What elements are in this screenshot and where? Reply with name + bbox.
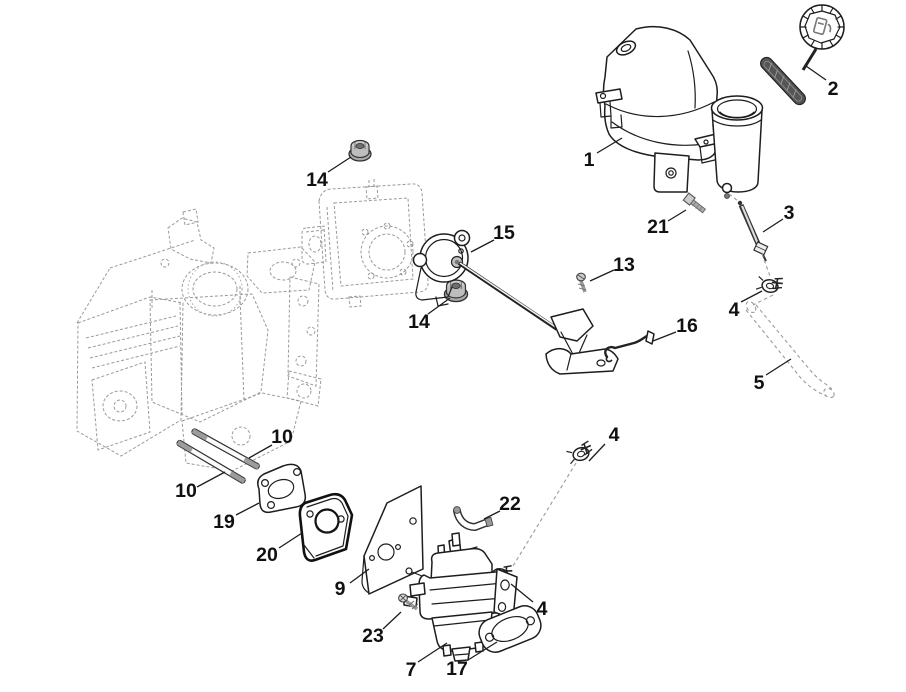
leader-line bbox=[589, 269, 615, 282]
part-callout: 15 bbox=[493, 222, 515, 244]
leader-line bbox=[349, 568, 370, 584]
leader-line bbox=[427, 297, 451, 315]
part-callout: 4 bbox=[609, 424, 620, 446]
part-callout: 13 bbox=[613, 254, 635, 276]
leader-layer bbox=[196, 65, 827, 663]
leader-line bbox=[596, 137, 623, 154]
part-callout: 19 bbox=[213, 511, 235, 533]
dipstick-blade bbox=[760, 56, 806, 106]
leader-line bbox=[588, 443, 606, 462]
stud-lower bbox=[176, 439, 246, 484]
carburetor bbox=[403, 532, 518, 662]
leader-line bbox=[248, 444, 273, 459]
leader-line bbox=[667, 209, 687, 222]
fuel-cap bbox=[760, 4, 845, 106]
part-callout: 1 bbox=[584, 149, 595, 171]
intake-gasket bbox=[257, 463, 307, 514]
leader-line bbox=[382, 611, 402, 630]
shutoff-screw bbox=[728, 193, 774, 306]
carb-spacer bbox=[298, 492, 354, 562]
throttle-bracket bbox=[545, 308, 619, 375]
leader-line bbox=[652, 331, 677, 342]
part-callout: 16 bbox=[676, 315, 698, 337]
muffler-ghost bbox=[301, 179, 429, 308]
link-wire bbox=[604, 330, 655, 363]
screw-23 bbox=[398, 593, 419, 611]
screw-21 bbox=[682, 192, 707, 214]
part-callout: 23 bbox=[362, 625, 384, 647]
stud-upper bbox=[191, 428, 260, 470]
leader-line bbox=[417, 642, 448, 663]
control-plate bbox=[361, 485, 424, 595]
part-callout: 2 bbox=[828, 78, 839, 100]
part-callout: 22 bbox=[499, 493, 521, 515]
leader-line bbox=[805, 65, 827, 81]
clamp-centerline bbox=[512, 462, 577, 567]
leader-line bbox=[762, 218, 784, 233]
fuel-hose-ghost bbox=[745, 301, 835, 399]
part-callout: 20 bbox=[256, 544, 278, 566]
part-callout: 9 bbox=[335, 578, 346, 600]
part-callout: 10 bbox=[271, 426, 293, 448]
part-callout: 17 bbox=[446, 658, 468, 680]
leader-line bbox=[278, 532, 303, 549]
fuel-tank bbox=[595, 25, 764, 199]
part-callout: 7 bbox=[406, 659, 417, 681]
part-callout: 3 bbox=[784, 202, 795, 224]
part-callout: 14 bbox=[306, 169, 328, 191]
leader-line bbox=[235, 502, 260, 516]
leader-line bbox=[470, 239, 495, 253]
leader-line bbox=[196, 471, 226, 488]
flange-nut-mid bbox=[443, 279, 469, 303]
leader-line bbox=[510, 583, 534, 603]
governor-assembly bbox=[412, 229, 559, 331]
leader-line bbox=[467, 641, 498, 661]
part-callout: 5 bbox=[754, 372, 765, 394]
fuel-line-short bbox=[453, 506, 494, 532]
leader-line bbox=[765, 358, 792, 376]
engine-block-ghost bbox=[76, 208, 322, 472]
small-bolt bbox=[576, 272, 587, 293]
fuel-pump-icon bbox=[812, 16, 832, 36]
part-callout: 4 bbox=[537, 598, 548, 620]
part-callout: 14 bbox=[408, 311, 430, 333]
leader-line bbox=[483, 510, 501, 520]
carb-gasket bbox=[478, 605, 542, 653]
flange-nut-top bbox=[348, 139, 372, 162]
leader-line bbox=[327, 156, 352, 173]
part-callout: 4 bbox=[729, 299, 740, 321]
leader-line bbox=[740, 290, 763, 303]
part-callout: 10 bbox=[175, 480, 197, 502]
part-callout: 21 bbox=[647, 216, 669, 238]
